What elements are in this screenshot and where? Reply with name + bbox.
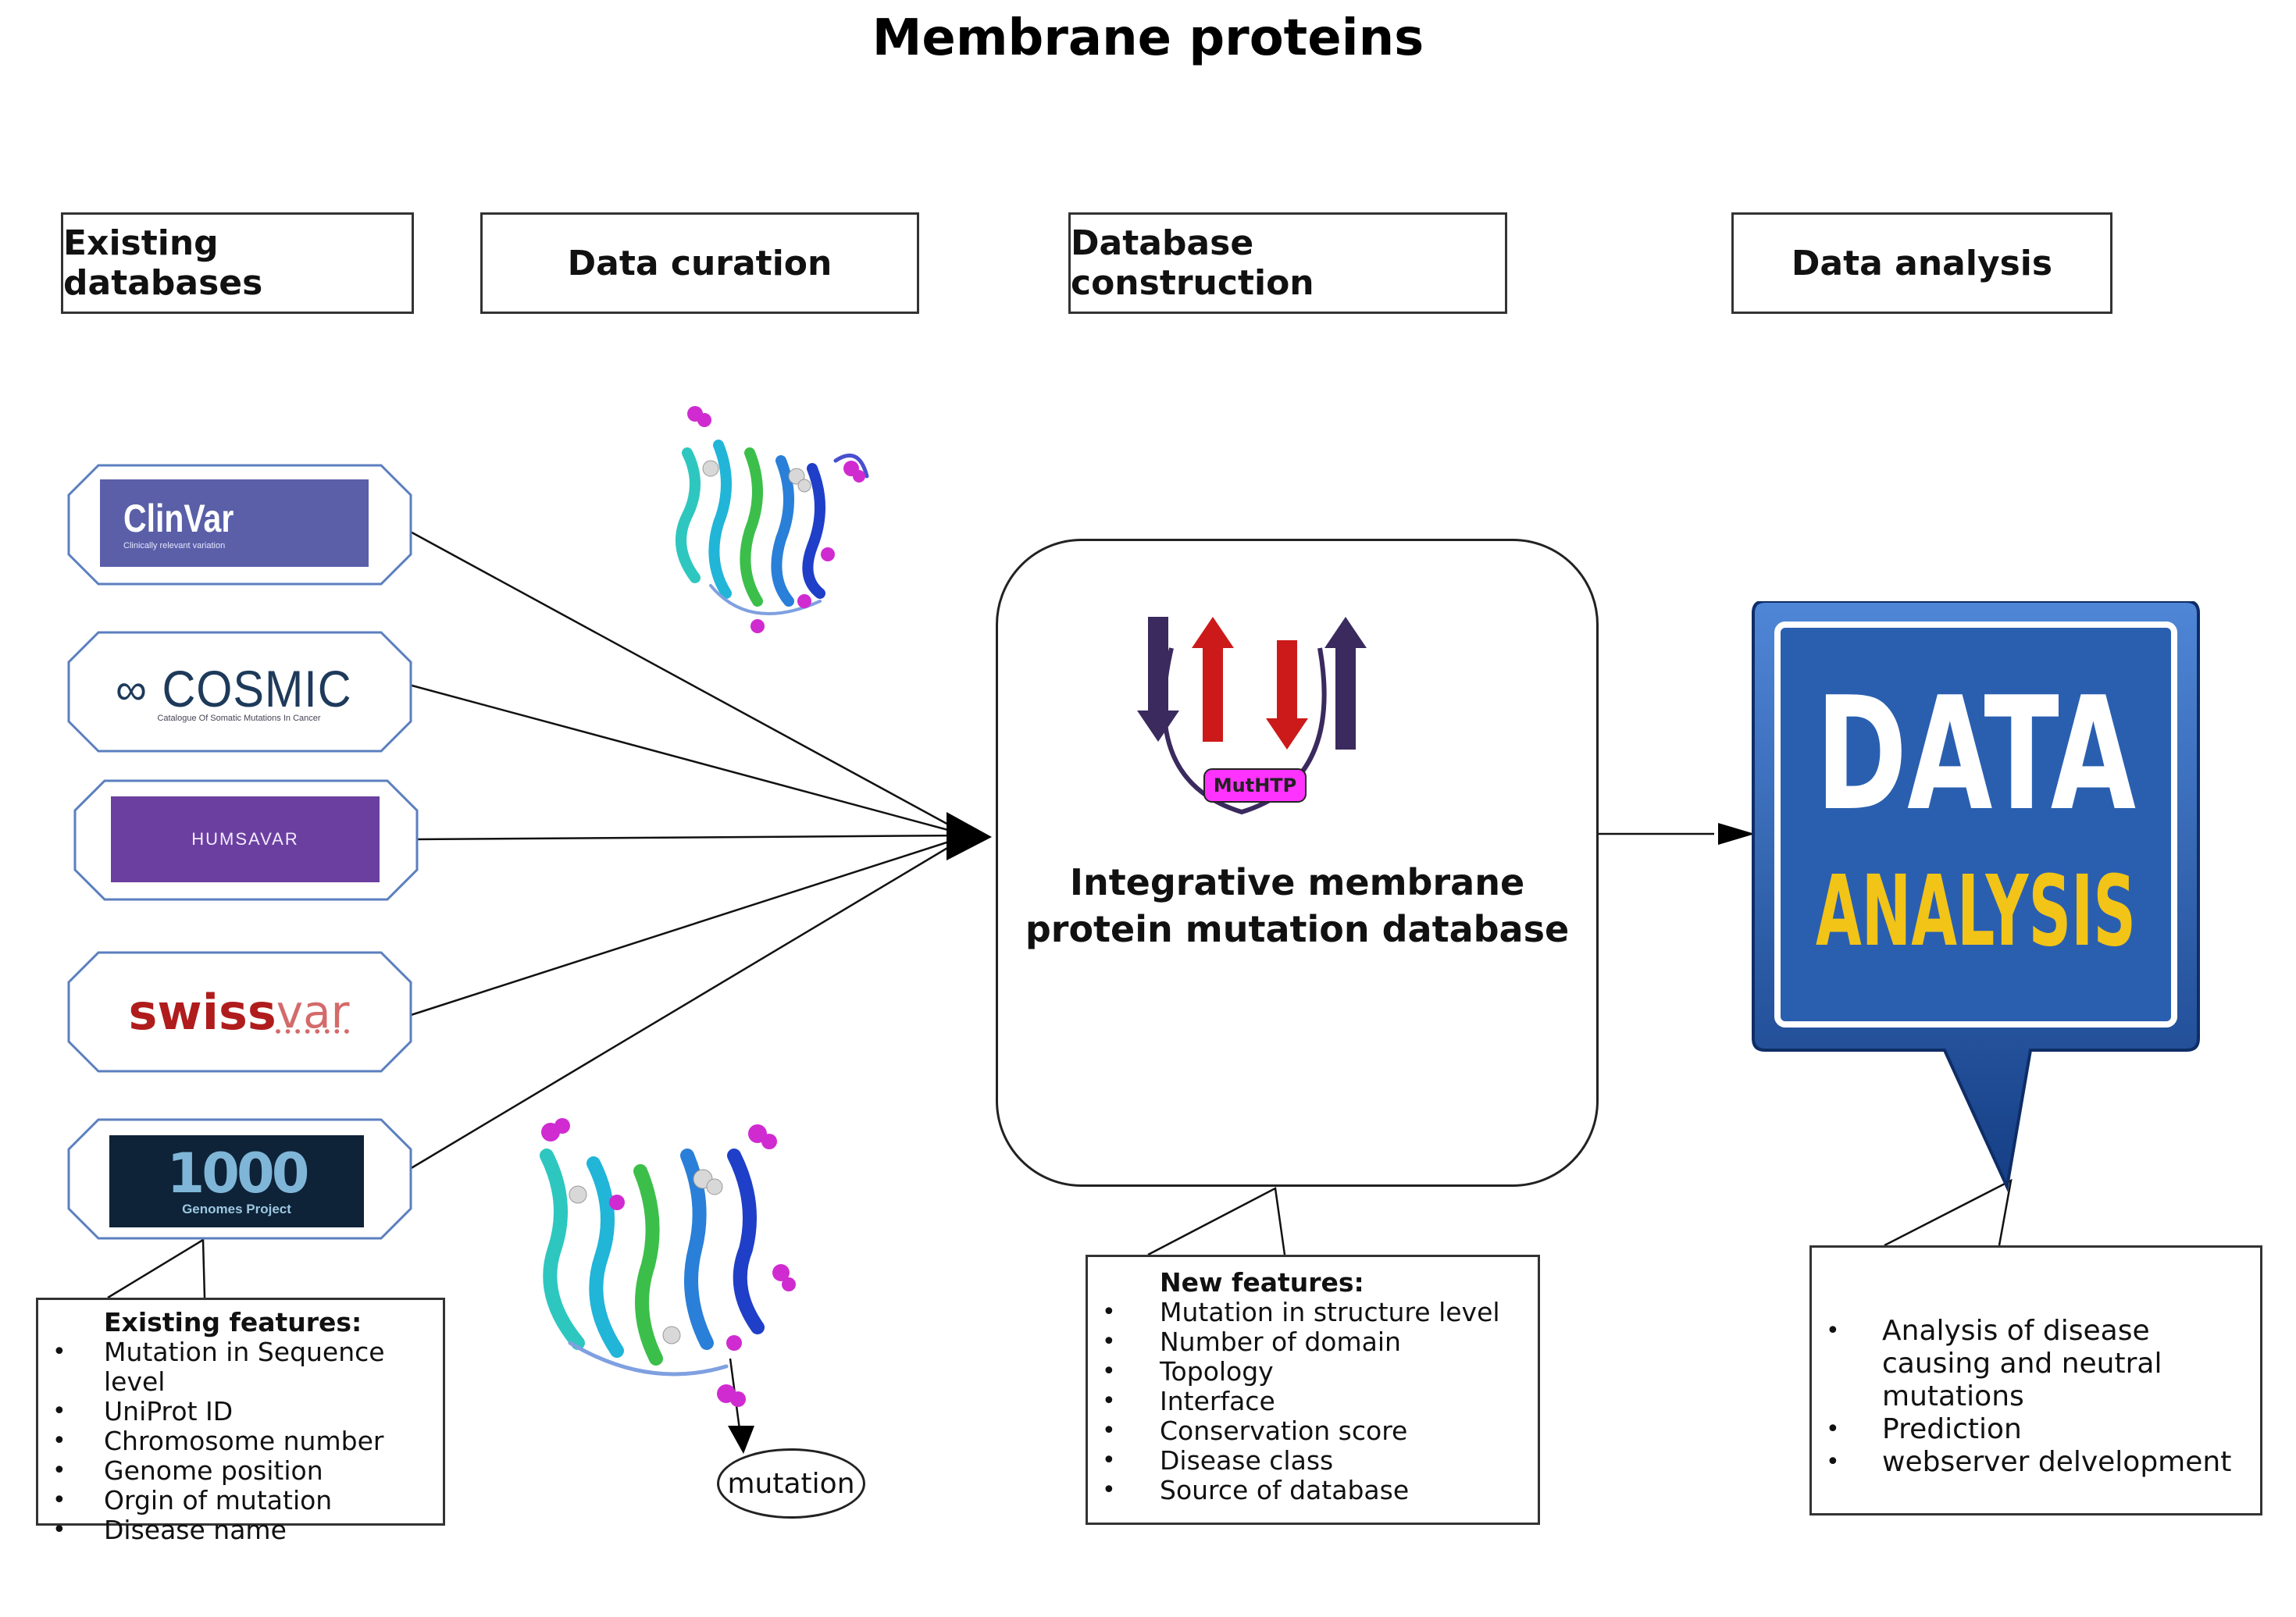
list-item: Analysis of disease causing and neutral …	[1812, 1315, 2260, 1413]
connector-cosmic	[405, 682, 969, 837]
genomes-name: 1000	[166, 1142, 310, 1206]
list-item: Mutation in structure level	[1088, 1298, 1538, 1328]
db-clinvar: ClinVar Clinically relevant variation	[67, 464, 412, 586]
existing-features-box: Existing features: Mutation in Sequence …	[36, 1298, 445, 1545]
list-item: Orgin of mutation	[38, 1486, 443, 1516]
callout-new-features	[1147, 1187, 1286, 1256]
list-item: Chromosome number	[38, 1426, 443, 1457]
callout-analysis	[1884, 1178, 2013, 1247]
connector-1000genomes	[405, 834, 969, 1173]
list-item: webserver delvelopment	[1812, 1446, 2260, 1479]
cosmic-helix-icon: ∞	[116, 664, 147, 714]
list-item: Genome position	[38, 1456, 443, 1487]
list-item: Disease name	[38, 1515, 443, 1546]
genomes-tagline: Genomes Project	[182, 1202, 291, 1216]
list-item: Prediction	[1812, 1413, 2260, 1446]
list-item: Disease class	[1088, 1446, 1538, 1476]
new-features-box: New features: Mutation in structure leve…	[1086, 1255, 1540, 1525]
cosmic-tagline: Catalogue Of Somatic Mutations In Cancer	[157, 714, 321, 723]
data-text: DATA	[1816, 664, 2136, 846]
db-humsavar: HUMSAVAR	[73, 779, 419, 901]
list-item: UniProt ID	[38, 1397, 443, 1427]
humsavar-name: HUMSAVAR	[191, 829, 299, 849]
protein-structure-large	[540, 1118, 796, 1407]
converge-arrowhead	[947, 812, 992, 860]
cosmic-name: COSMIC	[162, 660, 352, 718]
db-1000-genomes: 1000 Genomes Project	[67, 1118, 412, 1240]
list-item: Topology	[1088, 1357, 1538, 1387]
callout-existing-features	[107, 1238, 206, 1299]
muthtp-badge-text: MutHTP	[1214, 775, 1297, 796]
muthtp-badge	[1203, 768, 1307, 803]
new-features-heading: New features:	[1160, 1267, 1364, 1298]
data-analysis-graphic: DATA ANALYSIS	[1752, 601, 2200, 1192]
connector-swissvar	[405, 834, 969, 1018]
analysis-box: Analysis of disease causing and neutral …	[1809, 1245, 2262, 1515]
header-database-construction: Database construction	[1068, 212, 1507, 314]
list-item: Number of domain	[1088, 1327, 1538, 1358]
analysis-text: ANALYSIS	[1816, 855, 2136, 968]
header-existing-databases: Existing databases	[61, 212, 414, 314]
db-cosmic: ∞ COSMIC Catalogue Of Somatic Mutations …	[67, 631, 412, 753]
page-title: Membrane proteins	[872, 9, 1424, 67]
list-item: Source of database	[1088, 1476, 1538, 1506]
existing-features-heading: Existing features:	[104, 1307, 362, 1337]
header-data-analysis: Data analysis	[1731, 212, 2112, 314]
list-item: Mutation in Sequence level	[38, 1337, 443, 1397]
central-title-line2: protein mutation database	[1025, 908, 1570, 950]
mutation-label: mutation	[717, 1448, 865, 1519]
central-title: Integrative membrane protein mutation da…	[996, 859, 1599, 953]
connector-clinvar	[405, 528, 969, 837]
header-data-curation: Data curation	[480, 212, 919, 314]
protein-structure-small	[676, 406, 869, 633]
analysis-arrowhead	[1718, 823, 1755, 845]
central-title-line1: Integrative membrane	[1069, 861, 1525, 903]
clinvar-tagline: Clinically relevant variation	[123, 541, 226, 550]
list-item: Conservation score	[1088, 1416, 1538, 1447]
swissvar-name-bold: swiss	[128, 983, 276, 1041]
connector-humsavar	[412, 834, 969, 841]
cosmic-logo: ∞ COSMIC Catalogue Of Somatic Mutations …	[106, 648, 372, 734]
humsavar-logo: HUMSAVAR	[111, 796, 380, 882]
list-item: Interface	[1088, 1387, 1538, 1417]
genomes-logo: 1000 Genomes Project	[109, 1135, 364, 1227]
muthtp-logo: MutHTP	[1137, 617, 1367, 815]
mutation-arrowhead	[728, 1426, 754, 1454]
clinvar-logo: ClinVar Clinically relevant variation	[100, 479, 369, 567]
swissvar-name-light: var	[276, 985, 350, 1038]
clinvar-name: ClinVar	[123, 497, 234, 540]
